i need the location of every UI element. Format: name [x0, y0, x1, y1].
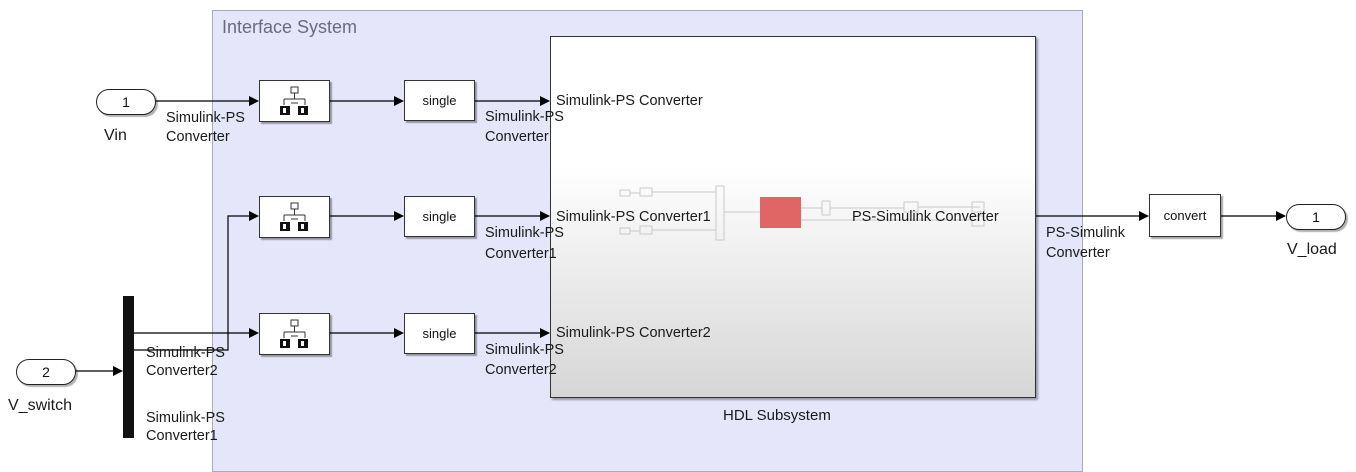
model-canvas: Interface System — [8, 10, 1346, 472]
mux-label-conv1-line2: Converter1 — [146, 428, 218, 444]
mux-block[interactable] — [123, 296, 134, 438]
hdl-outport-label: PS-Simulink Converter — [852, 209, 999, 225]
single-block-3-label: single — [422, 326, 457, 341]
signal-label-conv-line2: Converter — [485, 129, 549, 145]
hdl-internal-highlight-block — [760, 197, 801, 228]
converter-icon — [280, 86, 308, 115]
signal-label-conv2-line2: Converter2 — [485, 362, 557, 378]
converter-label-line1: Simulink-PS — [166, 110, 245, 126]
outport-vload-number: 1 — [1312, 209, 1320, 225]
converter-label-line2: Converter — [166, 129, 230, 145]
single-block-2-label: single — [422, 209, 457, 224]
hdl-subsystem-name: HDL Subsystem — [723, 407, 831, 424]
simulink-ps-converter1-block[interactable] — [259, 196, 330, 238]
area-title: Interface System — [222, 17, 358, 37]
mux-label-conv2-line1: Simulink-PS — [146, 345, 225, 361]
single-block-2[interactable]: single — [404, 196, 475, 237]
signal-label-conv1-line1: Simulink-PS — [485, 225, 564, 241]
simulink-ps-converter2-block[interactable] — [259, 313, 330, 355]
inport-vin-name: Vin — [104, 127, 127, 144]
hdl-inport-label-2: Simulink-PS Converter1 — [556, 209, 711, 225]
single-block-3[interactable]: single — [404, 313, 475, 354]
inport-vin-number: 1 — [122, 94, 130, 110]
single-block-1[interactable]: single — [404, 80, 475, 121]
mux-label-conv1-line1: Simulink-PS — [146, 410, 225, 426]
ps-converter-label-line2: Converter — [1046, 245, 1110, 261]
hdl-inport-label-3: Simulink-PS Converter2 — [556, 325, 711, 341]
inport-vswitch-number: 2 — [42, 364, 50, 380]
inport-vswitch-name: V_switch — [8, 397, 73, 414]
signal-wires — [75, 96, 1286, 376]
convert-block-label: convert — [1163, 208, 1207, 223]
signal-label-conv-line1: Simulink-PS — [485, 109, 564, 125]
converter-icon — [280, 319, 308, 348]
convert-block[interactable]: convert — [1149, 194, 1221, 237]
wire-mux-conv2 — [134, 211, 259, 351]
inport-vswitch[interactable]: 2 — [16, 359, 76, 385]
converter-icon — [280, 202, 308, 231]
inport-vin[interactable]: 1 — [96, 89, 156, 115]
outport-vload[interactable]: 1 — [1286, 204, 1346, 230]
signal-label-conv1-line2: Converter1 — [485, 246, 557, 262]
simulink-ps-converter-block[interactable] — [259, 80, 330, 122]
ps-converter-label-line1: PS-Simulink — [1046, 225, 1125, 241]
hdl-inport-label-1: Simulink-PS Converter — [556, 93, 703, 109]
mux-label-conv2-line2: Converter2 — [146, 363, 218, 379]
single-block-1-label: single — [422, 93, 457, 108]
signal-label-conv2-line1: Simulink-PS — [485, 342, 564, 358]
outport-vload-name: V_load — [1287, 241, 1337, 258]
hdl-internal-preview — [619, 185, 985, 241]
